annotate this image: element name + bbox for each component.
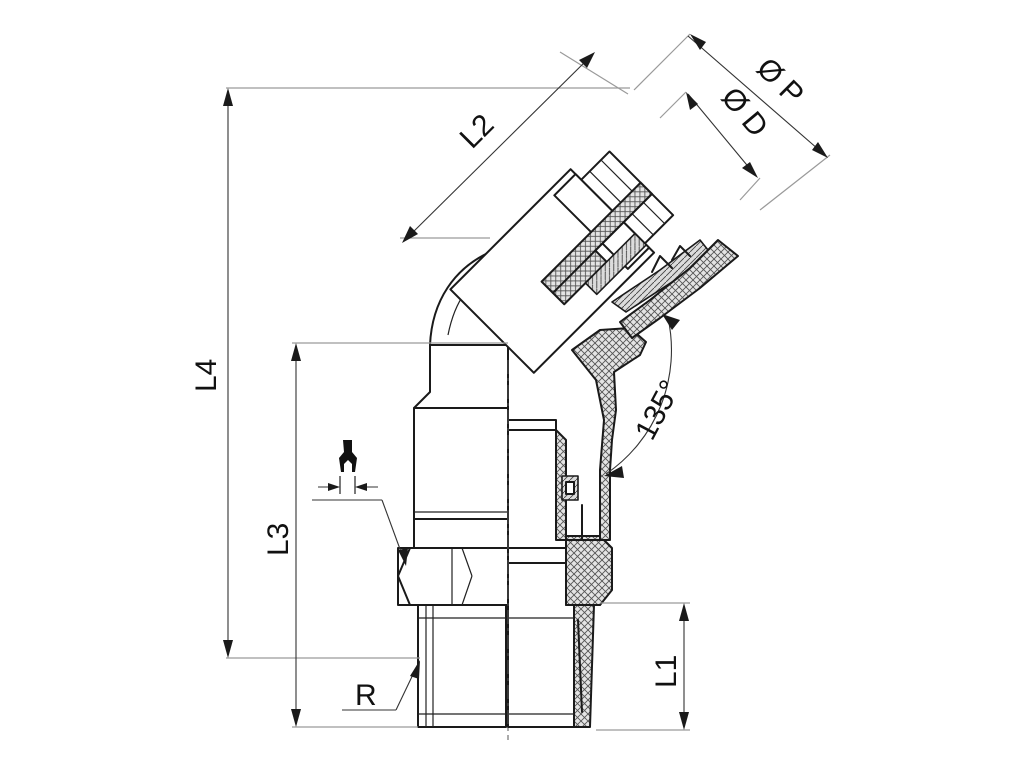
push-in-head: [449, 150, 675, 374]
inner-body-section: [555, 327, 647, 541]
label-l2: L2: [454, 108, 501, 155]
dimension-l3: [291, 342, 508, 728]
hex-nut: [397, 547, 509, 606]
dimension-angle: [604, 314, 680, 478]
thread-section: [417, 604, 507, 728]
dimension-l1: [596, 602, 690, 731]
dimension-phi-p: [633, 33, 831, 211]
label-r: R: [355, 679, 377, 712]
label-l1: L1: [650, 655, 683, 688]
wrench-icon: [312, 440, 408, 566]
dimension-l4: [223, 87, 630, 659]
label-phi-d: Ø D: [715, 81, 775, 143]
leader-r: [342, 660, 420, 711]
label-l3: L3: [262, 523, 295, 556]
shank-neck: [413, 344, 509, 409]
dimension-l2: [400, 51, 629, 243]
collar: [413, 518, 509, 549]
thread-lines: [418, 605, 506, 727]
swivel-shank: [413, 407, 509, 520]
label-l4: L4: [190, 359, 223, 392]
label-angle: 135°: [629, 375, 687, 445]
fitting-body: [397, 344, 509, 728]
section-view: [507, 327, 647, 740]
dimension-phi-d: [659, 91, 761, 201]
label-phi-p: Ø P: [750, 52, 810, 112]
grip-spring: [611, 239, 739, 339]
